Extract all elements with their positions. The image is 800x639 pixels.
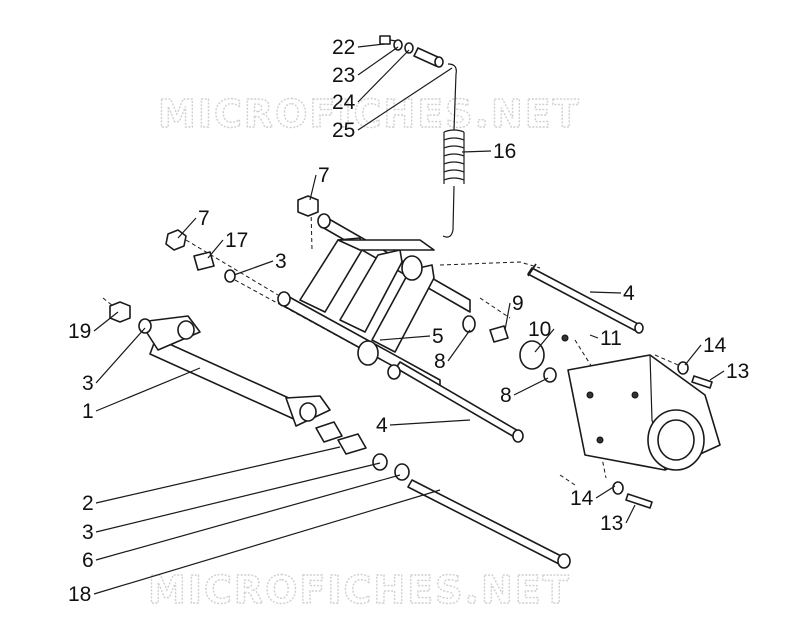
leader-line: [534, 328, 555, 353]
bolt-18-long: [407, 479, 571, 569]
callout-label-7: 7: [318, 164, 330, 187]
leader-line: [95, 446, 341, 504]
callout-label-3: 3: [82, 521, 94, 544]
nut-19: [109, 301, 131, 323]
callout-label-18: 18: [68, 583, 91, 606]
pin-11: [561, 334, 569, 342]
leader-line: [513, 377, 549, 396]
spring: [443, 129, 465, 184]
washer-3b: [387, 364, 401, 380]
callout-label-14: 14: [570, 487, 594, 510]
leader-line: [379, 335, 431, 341]
spring-rod-assembly: [379, 35, 465, 238]
leader-line: [357, 49, 410, 103]
callout-label-5: 5: [432, 325, 444, 348]
washer-3: [138, 318, 152, 334]
callout-label-1: 1: [82, 400, 94, 423]
callout-label-14: 14: [703, 334, 727, 357]
nut-7: [297, 195, 319, 217]
leader-line: [177, 217, 197, 239]
callout-label-4: 4: [623, 282, 635, 305]
leader-line: [95, 474, 401, 561]
leader-line: [95, 367, 201, 412]
leader-line: [357, 43, 385, 48]
leader-line: [357, 67, 453, 131]
callout-label-23: 23: [332, 64, 355, 87]
callout-label-13: 13: [600, 512, 623, 535]
leader-line: [95, 462, 381, 533]
bolts-14-13: [612, 361, 713, 509]
callout-label-8: 8: [500, 384, 512, 407]
callout-label-9: 9: [512, 292, 524, 315]
bolt-4-long: [527, 263, 644, 334]
callout-label-3: 3: [82, 372, 94, 395]
leader-line: [207, 239, 224, 259]
watermark-bottom: MICROFICHES.NET: [148, 568, 571, 612]
callout-label-19: 19: [68, 320, 91, 343]
leader-line: [684, 344, 702, 366]
callout-label-2: 2: [82, 492, 94, 515]
callout-label-10: 10: [528, 318, 551, 341]
callout-label-17: 17: [225, 229, 248, 252]
engine-mount-plate: [567, 354, 721, 471]
callout-label-13: 13: [726, 360, 749, 383]
leader-line: [93, 489, 441, 595]
leader-line: [595, 485, 616, 499]
callout-label-8: 8: [434, 350, 446, 373]
callout-label-22: 22: [332, 36, 355, 59]
leader-line: [233, 260, 274, 276]
callout-label-25: 25: [332, 119, 355, 142]
leader-line: [589, 291, 622, 294]
watermark-top: MICROFICHES.NET: [158, 92, 581, 136]
callout-label-3: 3: [275, 250, 287, 273]
callout-label-6: 6: [82, 549, 94, 572]
leader-line: [709, 370, 725, 381]
leader-line: [357, 46, 399, 76]
leader-line: [447, 329, 471, 362]
callout-label-4: 4: [376, 414, 388, 437]
callout-label-11: 11: [600, 327, 622, 350]
callout-label-16: 16: [493, 140, 516, 163]
leader-line: [504, 302, 511, 331]
lower-bush-set: [315, 421, 410, 481]
leader-line: [461, 150, 492, 153]
washer-8b: [543, 367, 557, 383]
leader-line: [389, 419, 471, 426]
swing-arm-shaft: [139, 315, 331, 427]
callout-label-24: 24: [332, 91, 356, 114]
leader-line: [93, 311, 119, 332]
leader-line: [589, 334, 599, 339]
leader-line: [309, 174, 317, 201]
washer-8: [462, 315, 476, 333]
leader-line: [625, 504, 636, 524]
leader-line: [95, 327, 146, 384]
callout-label-7: 7: [198, 207, 210, 230]
bush-9: [489, 325, 509, 343]
